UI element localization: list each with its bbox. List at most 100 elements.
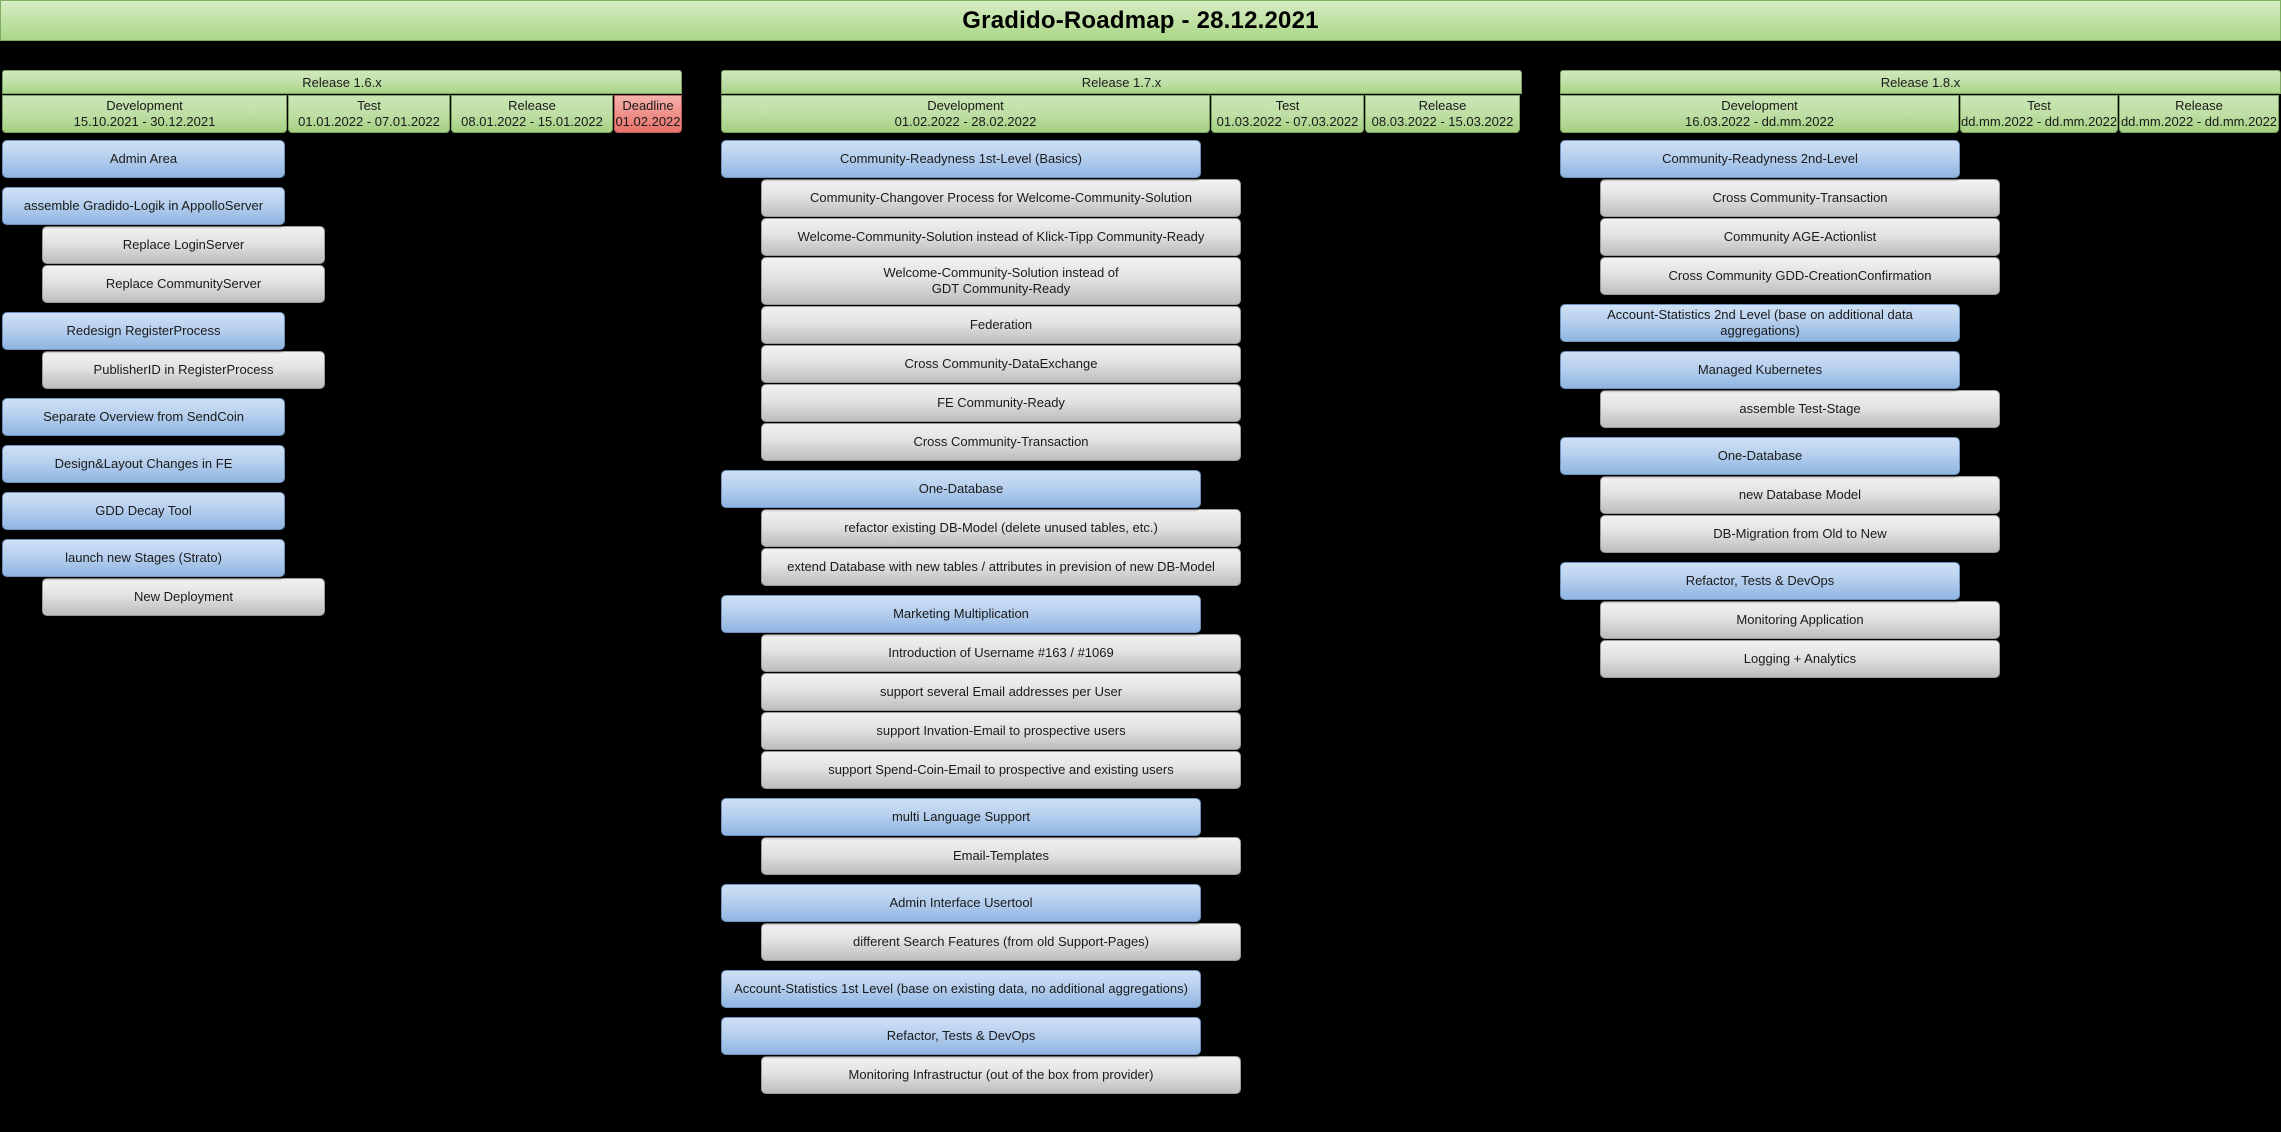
sub-task[interactable]: Monitoring Infrastructur (out of the box… <box>761 1056 1241 1094</box>
epic-task[interactable]: Marketing Multiplication <box>721 595 1201 633</box>
epic-task[interactable]: Design&Layout Changes in FE <box>2 445 285 483</box>
epic-task[interactable]: Community-Readyness 2nd-Level <box>1560 140 1960 178</box>
sub-task[interactable]: Community-Changover Process for Welcome-… <box>761 179 1241 217</box>
sub-task[interactable]: Cross Community GDD-CreationConfirmation <box>1600 257 2000 295</box>
sub-task[interactable]: PublisherID in RegisterProcess <box>42 351 325 389</box>
sub-task[interactable]: extend Database with new tables / attrib… <box>761 548 1241 586</box>
phase-name: Release <box>2175 97 2223 113</box>
epic-task[interactable]: Account-Statistics 1st Level (base on ex… <box>721 970 1201 1008</box>
task-group: Community-Readyness 1st-Level (Basics)Co… <box>721 140 1522 461</box>
epic-task[interactable]: Community-Readyness 1st-Level (Basics) <box>721 140 1201 178</box>
sub-task[interactable]: Introduction of Username #163 / #1069 <box>761 634 1241 672</box>
epic-task[interactable]: launch new Stages (Strato) <box>2 539 285 577</box>
task-group: Account-Statistics 1st Level (base on ex… <box>721 970 1522 1008</box>
epic-task[interactable]: Admin Interface Usertool <box>721 884 1201 922</box>
sub-task[interactable]: DB-Migration from Old to New <box>1600 515 2000 553</box>
sub-task[interactable]: assemble Test-Stage <box>1600 390 2000 428</box>
sub-task[interactable]: Welcome-Community-Solution instead of GD… <box>761 257 1241 305</box>
phase-date-range: dd.mm.2022 - dd.mm.2022 <box>1960 114 2118 129</box>
release-title: Release 1.6.x <box>2 70 682 94</box>
sub-task[interactable]: support Invation-Email to prospective us… <box>761 712 1241 750</box>
epic-task[interactable]: Account-Statistics 2nd Level (base on ad… <box>1560 304 1960 342</box>
sub-task[interactable]: Logging + Analytics <box>1600 640 2000 678</box>
sub-task[interactable]: Federation <box>761 306 1241 344</box>
phase-date-range: 15.10.2021 - 30.12.2021 <box>73 114 216 129</box>
epic-task[interactable]: assemble Gradido-Logik in AppolloServer <box>2 187 285 225</box>
phase-date-range: 01.01.2022 - 07.01.2022 <box>298 114 440 129</box>
sub-task[interactable]: Replace CommunityServer <box>42 265 325 303</box>
subtask-list: assemble Test-Stage <box>1600 390 2281 428</box>
epic-task[interactable]: Admin Area <box>2 140 285 178</box>
phase-name: Release <box>508 97 556 113</box>
phase-name: Development <box>927 97 1004 113</box>
task-list: Community-Readyness 1st-Level (Basics)Co… <box>721 140 1522 1094</box>
phase-date-range: 16.03.2022 - dd.mm.2022 <box>1685 114 1834 129</box>
sub-task[interactable]: Cross Community-DataExchange <box>761 345 1241 383</box>
task-group: launch new Stages (Strato)New Deployment <box>2 539 682 616</box>
epic-task[interactable]: multi Language Support <box>721 798 1201 836</box>
app-title-bar: Gradido-Roadmap - 28.12.2021 <box>0 0 2281 41</box>
task-group: Account-Statistics 2nd Level (base on ad… <box>1560 304 2281 342</box>
sub-task[interactable]: New Deployment <box>42 578 325 616</box>
subtask-list: different Search Features (from old Supp… <box>761 923 1522 961</box>
epic-task[interactable]: One-Database <box>721 470 1201 508</box>
subtask-list: Monitoring Infrastructur (out of the box… <box>761 1056 1522 1094</box>
sub-task[interactable]: Cross Community-Transaction <box>1600 179 2000 217</box>
sub-task[interactable]: new Database Model <box>1600 476 2000 514</box>
epic-task[interactable]: GDD Decay Tool <box>2 492 285 530</box>
phase-name: Test <box>2027 97 2051 113</box>
epic-task[interactable]: Separate Overview from SendCoin <box>2 398 285 436</box>
epic-task[interactable]: Refactor, Tests & DevOps <box>721 1017 1201 1055</box>
task-group: Admin Area <box>2 140 682 178</box>
subtask-list: Email-Templates <box>761 837 1522 875</box>
subtask-list: refactor existing DB-Model (delete unuse… <box>761 509 1522 586</box>
phase-date-range: 01.02.2022 <box>615 114 681 129</box>
sub-task[interactable]: support Spend-Coin-Email to prospective … <box>761 751 1241 789</box>
sub-task[interactable]: Community AGE-Actionlist <box>1600 218 2000 256</box>
sub-task[interactable]: refactor existing DB-Model (delete unuse… <box>761 509 1241 547</box>
subtask-list: New Deployment <box>42 578 682 616</box>
sub-task[interactable]: Email-Templates <box>761 837 1241 875</box>
sub-task[interactable]: Welcome-Community-Solution instead of Kl… <box>761 218 1241 256</box>
page-title: Gradido-Roadmap - 28.12.2021 <box>962 6 1319 34</box>
subtask-list: Community-Changover Process for Welcome-… <box>761 179 1522 461</box>
sub-task[interactable]: different Search Features (from old Supp… <box>761 923 1241 961</box>
task-group: GDD Decay Tool <box>2 492 682 530</box>
phase-name: Release <box>1418 97 1467 113</box>
epic-task[interactable]: Refactor, Tests & DevOps <box>1560 562 1960 600</box>
epic-task[interactable]: Redesign RegisterProcess <box>2 312 285 350</box>
epic-task[interactable]: One-Database <box>1560 437 1960 475</box>
sub-task[interactable]: Replace LoginServer <box>42 226 325 264</box>
sub-task[interactable]: FE Community-Ready <box>761 384 1241 422</box>
sub-task[interactable]: Monitoring Application <box>1600 601 2000 639</box>
sub-task[interactable]: support several Email addresses per User <box>761 673 1241 711</box>
sub-task[interactable]: Cross Community-Transaction <box>761 423 1241 461</box>
task-group: Design&Layout Changes in FE <box>2 445 682 483</box>
epic-task[interactable]: Managed Kubernetes <box>1560 351 1960 389</box>
